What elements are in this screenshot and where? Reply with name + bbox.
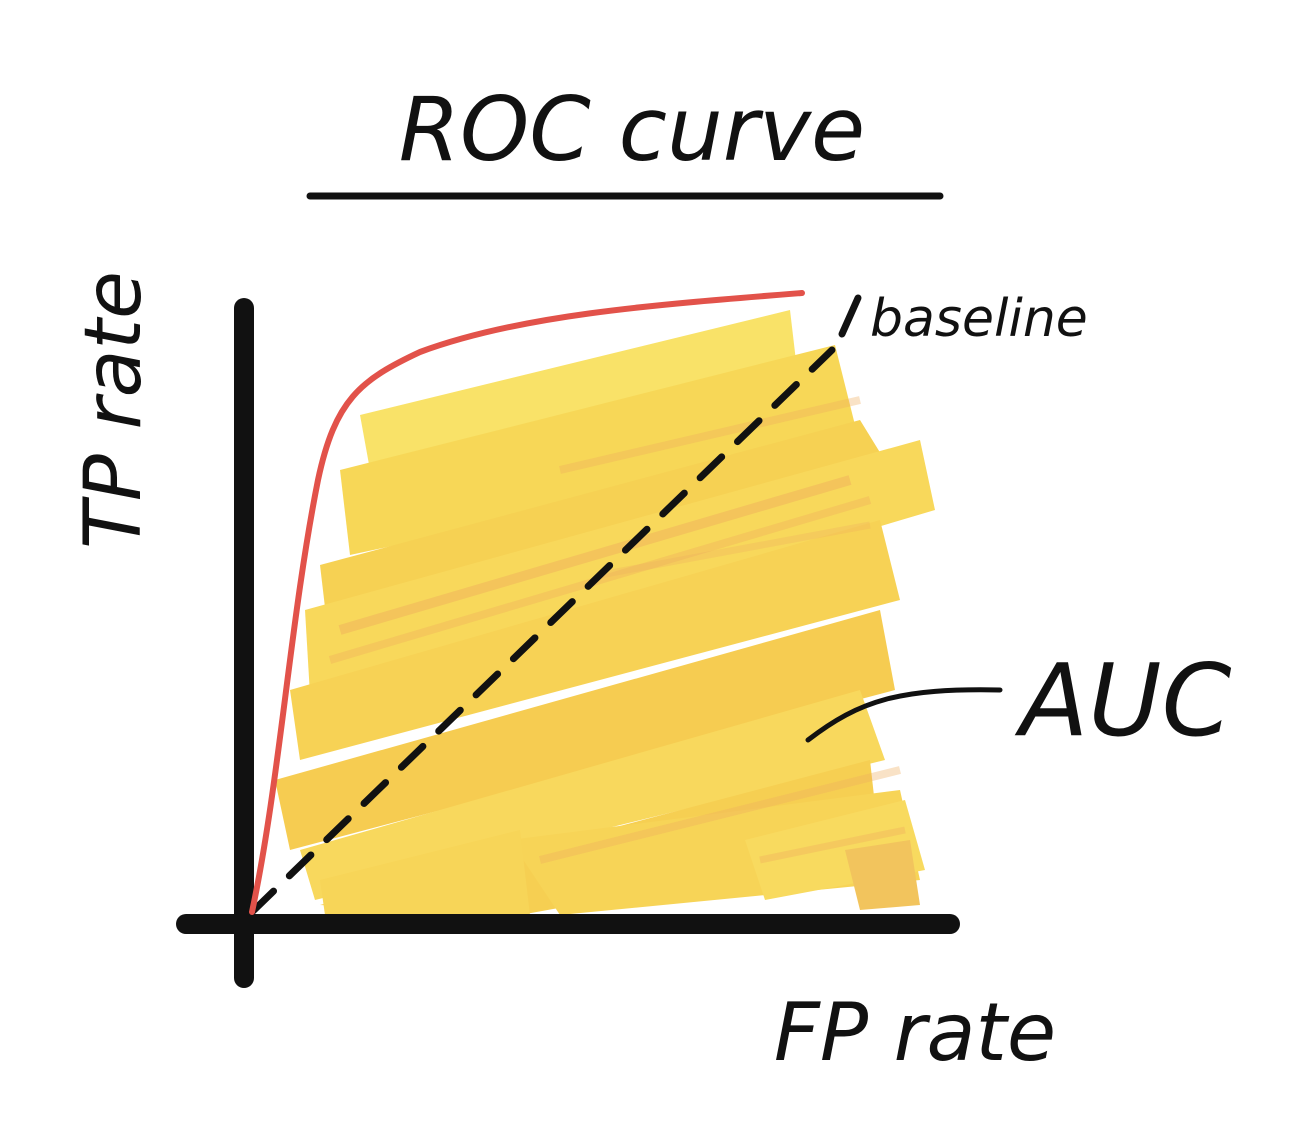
auc-highlight-area [275,310,935,915]
auc-highlight-streak [328,496,872,664]
auc-highlight-streak [559,396,861,474]
auc-highlight-stroke [360,310,800,470]
auc-highlight-stroke [845,840,920,910]
roc-curve [249,290,805,915]
auc-highlight-stroke [275,610,895,850]
auc-highlight-stroke [290,520,900,760]
x-axis-label: FP rate [774,986,1056,1079]
auc-highlight-stroke [300,690,885,900]
auc-highlight-streak [759,826,906,864]
auc-highlight-stroke [340,345,860,555]
auc-pointer-line [805,687,1003,743]
auc-highlight-streak [338,475,852,635]
y-axis-label: TP rate [69,271,159,549]
baseline-label-tick [838,294,862,338]
diagram-title: ROC curve [399,78,865,181]
auc-highlight-streak [599,521,871,579]
auc-label: AUC [1014,642,1232,759]
baseline-line [248,346,836,916]
auc-highlight-streak [539,766,901,864]
baseline-label: baseline [870,289,1088,349]
auc-highlight-stroke [320,830,530,915]
auc-highlight-stroke [305,440,935,695]
